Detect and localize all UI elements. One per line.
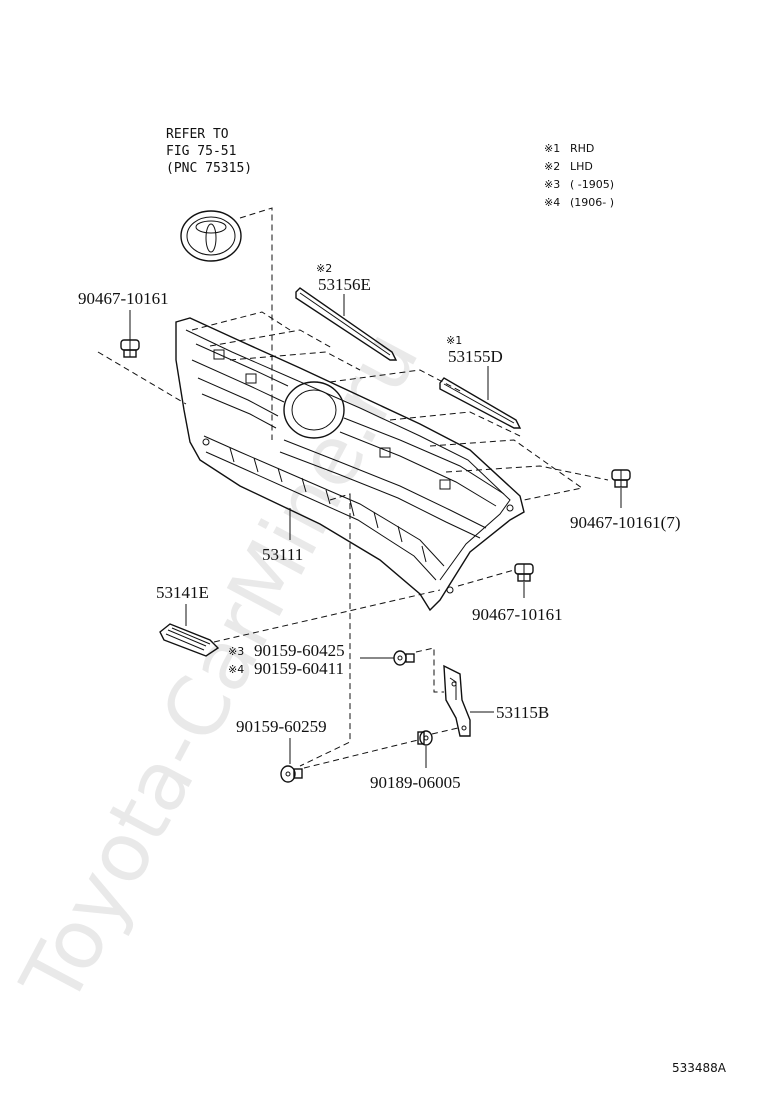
label-clip-lower: 90467-10161 <box>472 605 563 624</box>
legend-mark-1: ※1 <box>544 142 560 155</box>
mark-screw-60411: ※4 <box>228 663 244 676</box>
mark-53156e: ※2 <box>316 262 332 275</box>
legend-mark-2: ※2 <box>544 160 560 173</box>
toyota-emblem-icon <box>180 210 242 262</box>
reference-label: REFER TO FIG 75-51 (PNC 75315) <box>166 127 252 176</box>
legend-mark-3: ※3 <box>544 178 560 191</box>
radiator-grille-53111 <box>175 317 525 612</box>
clip-left-icon <box>120 339 140 358</box>
screw-60259-icon <box>280 765 303 783</box>
watermark: Toyota-CarMine.ru <box>3 316 438 1020</box>
clip-lower-icon <box>514 563 534 582</box>
legend-text-4: (1906- ) <box>570 196 614 209</box>
label-53156e: 53156E <box>318 275 371 294</box>
label-clip-right: 90467-10161(7) <box>570 513 680 532</box>
legend-mark-4: ※4 <box>544 196 560 209</box>
reference-line-2: FIG 75-51 <box>166 144 236 159</box>
legend-text-3: ( -1905) <box>570 178 614 191</box>
bolt-06005-icon <box>417 730 433 746</box>
label-screw-60411: 90159-60411 <box>254 659 344 678</box>
grille-guide-right <box>329 369 584 501</box>
grille-guide-mid <box>445 465 609 481</box>
mark-screw-60425: ※3 <box>228 645 244 658</box>
bracket-53115b <box>443 664 471 737</box>
label-bracket-53115b: 53115B <box>496 703 549 722</box>
molding-53155d <box>439 377 522 429</box>
label-bolt-06005: 90189-06005 <box>370 773 461 792</box>
screw-guide <box>415 647 444 693</box>
label-53155d: 53155D <box>448 347 503 366</box>
cover-guide <box>213 589 441 643</box>
lower-screw-guide <box>303 739 419 769</box>
cover-53141e <box>159 623 220 657</box>
legend-text-1: RHD <box>570 142 594 155</box>
label-screw-60425: 90159-60425 <box>254 641 345 660</box>
legend: ※1 RHD ※2 LHD ※3 ( -1905) ※4 (1906- ) <box>544 142 614 209</box>
molding-53156e <box>295 287 398 361</box>
grille-guide-top <box>191 311 361 371</box>
label-grille-53111: 53111 <box>262 545 303 564</box>
clip-lower-guide <box>457 569 515 587</box>
label-53141e: 53141E <box>156 583 209 602</box>
label-screw-60259: 90159-60259 <box>236 717 327 736</box>
emblem-guide-line <box>239 207 273 440</box>
label-clip-left: 90467-10161 <box>78 289 169 308</box>
reference-line-1: REFER TO <box>166 127 229 142</box>
grille-guide-lower <box>299 493 351 767</box>
reference-line-3: (PNC 75315) <box>166 161 252 176</box>
legend-text-2: LHD <box>570 160 593 173</box>
bolt-guide <box>431 727 459 735</box>
screw-icon <box>393 650 415 666</box>
clip-left-guide <box>97 351 187 405</box>
mark-53155d: ※1 <box>446 334 462 347</box>
clip-right-icon <box>611 469 631 488</box>
figure-code: 533488A <box>672 1061 727 1075</box>
